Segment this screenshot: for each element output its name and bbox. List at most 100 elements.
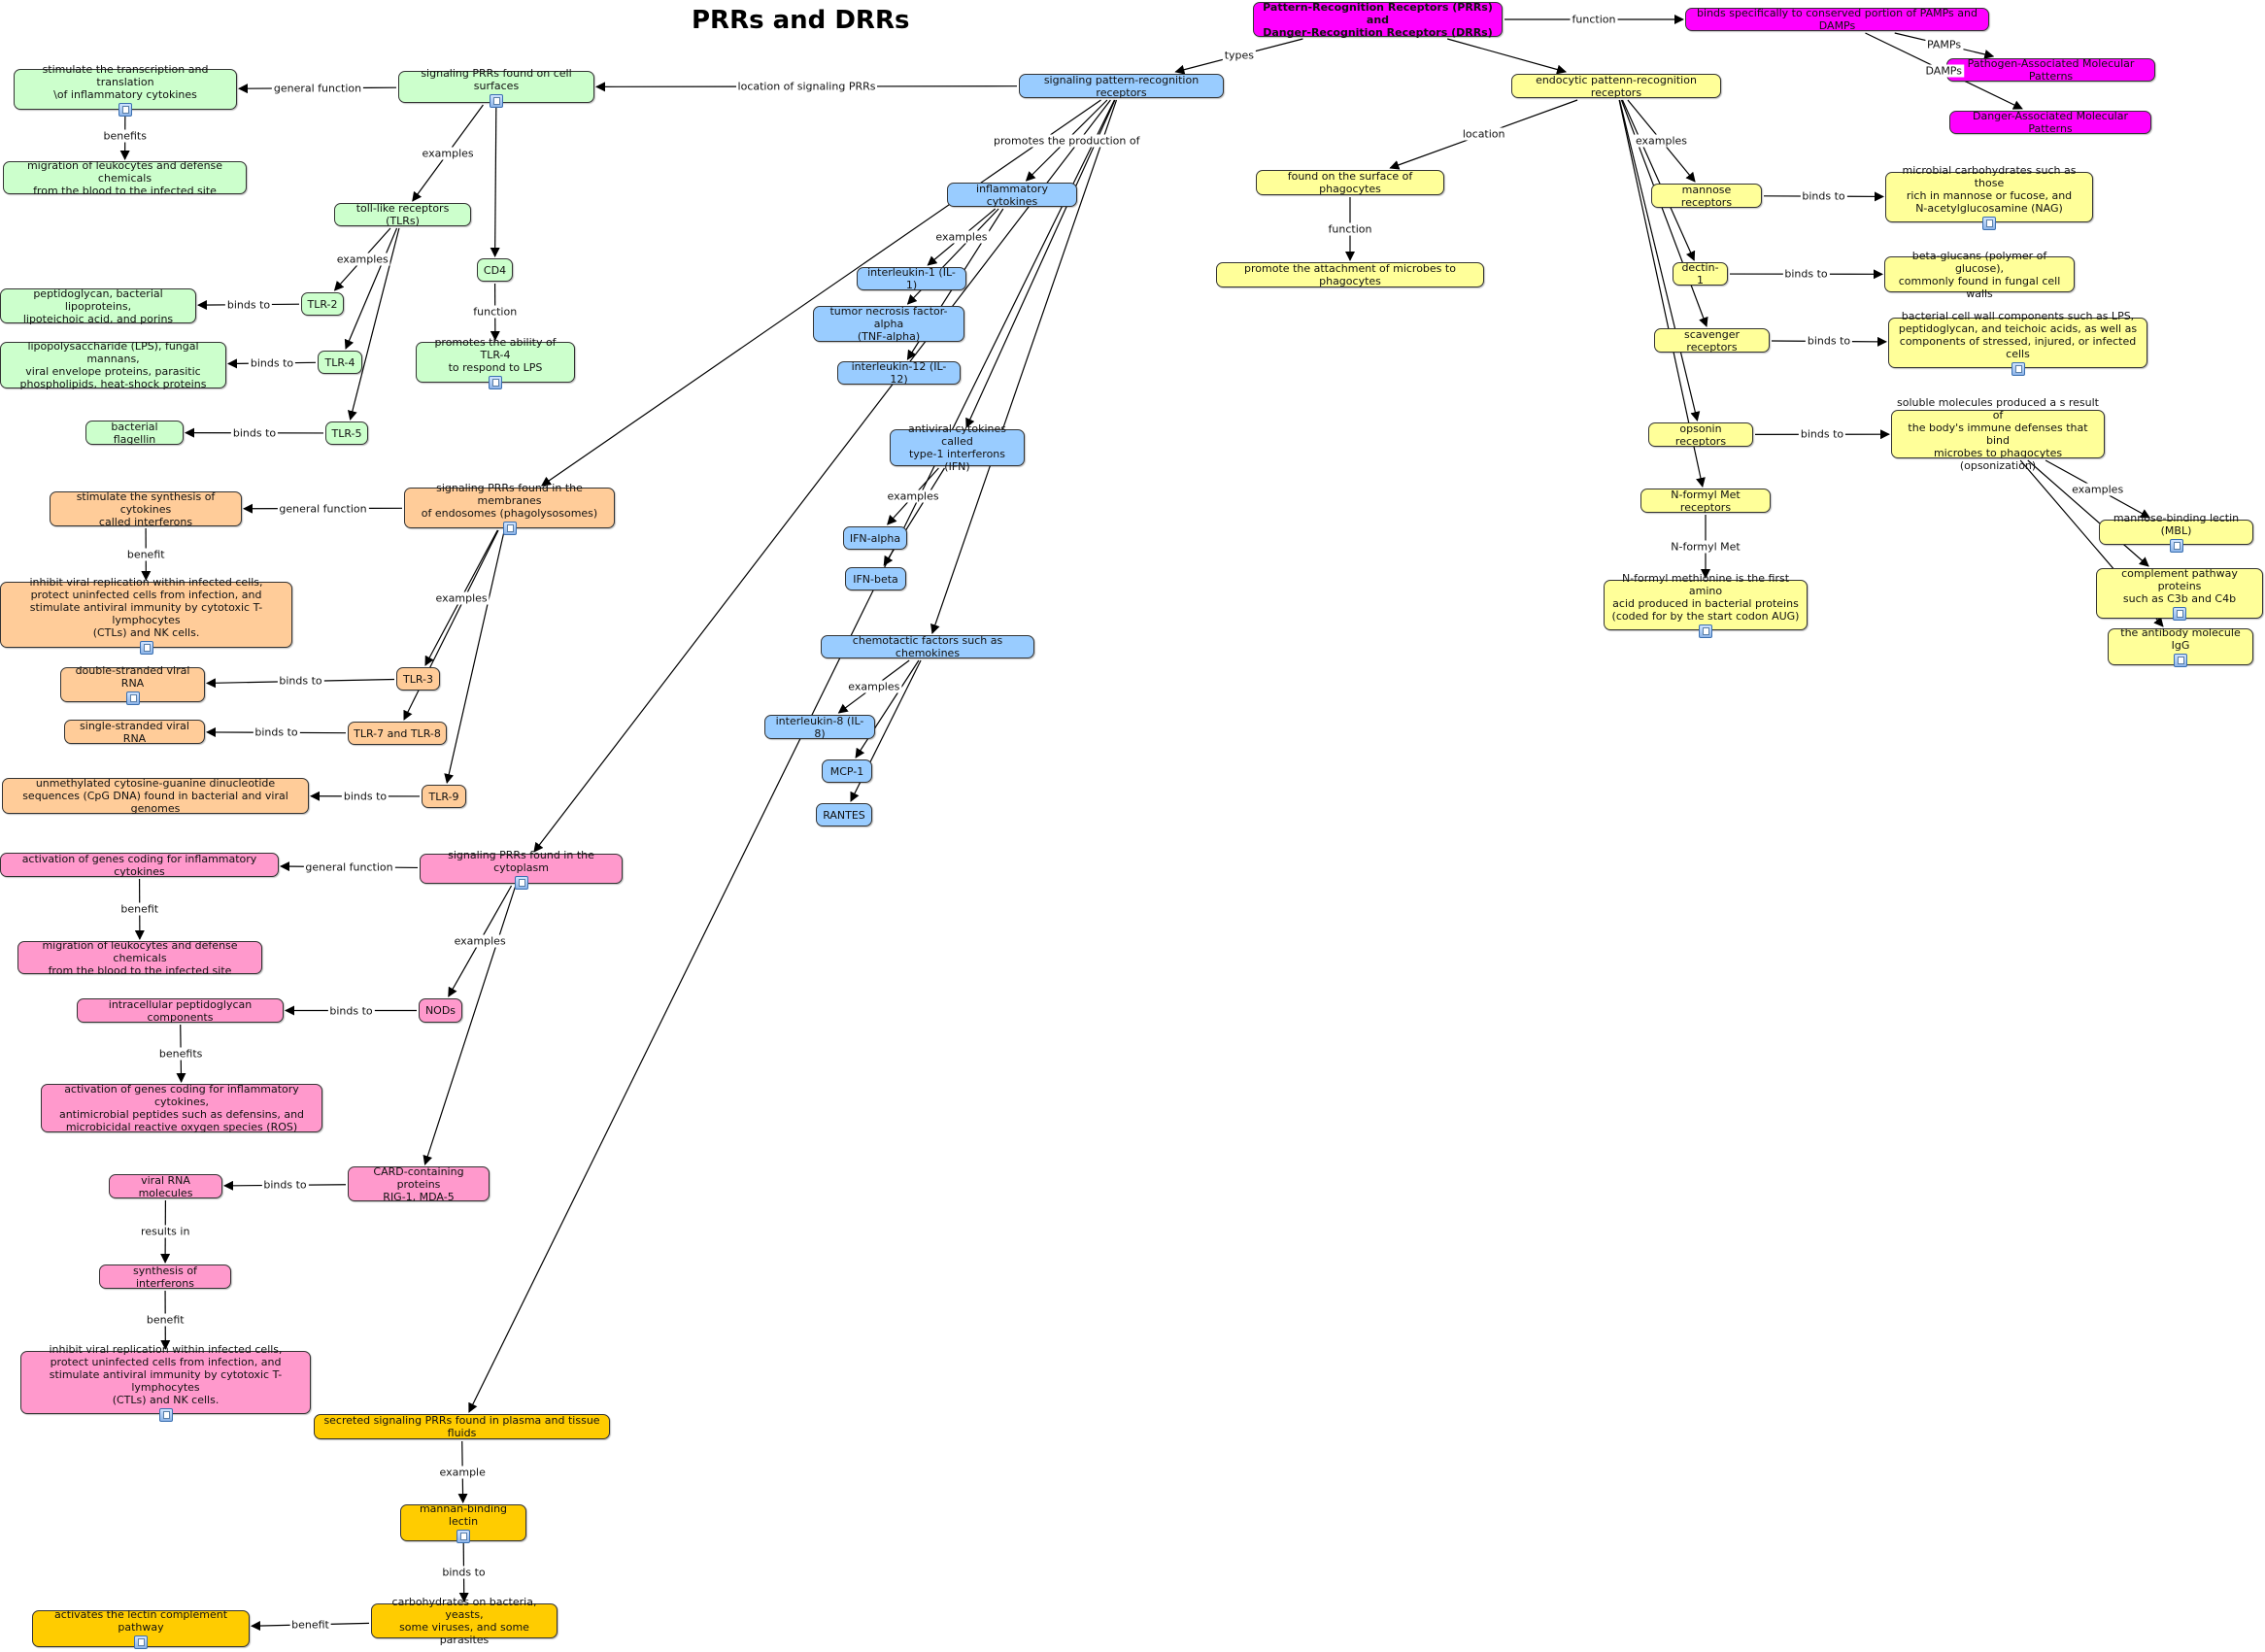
concept-node-card[interactable]: CARD-containing proteins RIG-1, MDA-5 [348,1165,490,1203]
linking-phrase[interactable]: examples [2070,483,2126,495]
resource-icon[interactable] [514,875,528,890]
concept-node-cd4[interactable]: CD4 [477,258,513,282]
linking-phrase[interactable]: binds to [341,790,389,803]
concept-node-tlr4[interactable]: TLR-4 [318,351,362,374]
resource-icon[interactable] [1699,624,1712,638]
concept-node-inhib2[interactable]: inhibit viral replication within infecte… [20,1343,311,1422]
concept-node-scav[interactable]: scavenger receptors [1654,328,1770,354]
linking-phrase[interactable]: location of signaling PRRs [735,80,878,93]
resource-icon[interactable] [2169,539,2183,553]
concept-node-complement[interactable]: complement pathway proteins such as C3b … [2096,567,2263,621]
linking-phrase[interactable]: benefit [118,902,161,916]
concept-node-pamps[interactable]: Pathogen-Associated Molecular Patterns [1946,57,2155,83]
linking-phrase[interactable]: examples [433,591,490,604]
concept-node-ds-r-n-a[interactable]: double-stranded viral RNA [60,664,205,705]
concept-node-root[interactable]: Pattern-Recognition Receptors (PRRs) and… [1253,1,1503,39]
linking-phrase[interactable]: function [1326,222,1374,235]
concept-node-tlr9[interactable]: TLR-9 [422,785,466,808]
linking-phrase[interactable]: function [1570,13,1618,26]
concept-node-chemo[interactable]: chemotactic factors such as chemokines [821,634,1034,659]
resource-icon[interactable] [456,1530,470,1543]
concept-node-signal[interactable]: signaling pattern-recognition receptors [1019,74,1224,99]
linking-phrase[interactable]: binds to [261,1178,309,1192]
concept-node-tlr5[interactable]: TLR-5 [325,421,368,445]
concept-node-migr2[interactable]: migration of leukocytes and defense chem… [17,939,262,977]
concept-node-surf[interactable]: signaling PRRs found on cell surfaces [398,67,594,108]
linking-phrase[interactable]: function [471,305,520,319]
linking-phrase[interactable]: benefits [156,1047,205,1060]
linking-phrase[interactable]: binds to [440,1566,488,1579]
concept-node-phago-surf[interactable]: found on the surface of phagocytes [1256,170,1444,195]
concept-node-endo[interactable]: endocytic pattenn-recognition receptors [1511,74,1721,99]
resource-icon[interactable] [1982,217,1996,230]
linking-phrase[interactable]: N-formyl Met [1669,540,1742,553]
concept-node-tnf[interactable]: tumor necrosis factor-alpha (TNF-alpha) [813,305,964,343]
concept-node-mbl-y[interactable]: mannose-binding lectin (MBL) [2099,512,2253,553]
linking-phrase[interactable]: benefit [144,1313,186,1327]
concept-node-nfm-r[interactable]: N-formyl Met receptors [1640,489,1771,514]
concept-node-syn-i-f-n[interactable]: synthesis of interferons [99,1264,231,1290]
concept-node-nods[interactable]: NODs [419,998,462,1023]
concept-node-inhib1[interactable]: inhibit viral replication within infecte… [0,576,292,655]
linking-phrase[interactable]: location [1460,127,1507,141]
linking-phrase[interactable]: examples [420,147,476,159]
linking-phrase[interactable]: examples [1633,134,1690,148]
linking-phrase[interactable]: examples [933,230,990,244]
concept-node-antiviral[interactable]: antiviral cytokines called type-1 interf… [890,422,1025,473]
concept-node-prom-t-l-r4[interactable]: promotes the ability of TLR-4 to respond… [416,336,575,389]
concept-node-mannose-r[interactable]: mannose receptors [1651,184,1762,209]
concept-node-secreted[interactable]: secreted signaling PRRs found in plasma … [314,1414,610,1439]
concept-node-il8[interactable]: interleukin-8 (IL-8) [764,715,875,740]
concept-node-lps[interactable]: lipopolysaccharide (LPS), fungal mannans… [0,340,226,390]
linking-phrase[interactable]: examples [846,680,902,693]
concept-node-migr1[interactable]: migration of leukocytes and defense chem… [3,159,247,197]
concept-node-beta-glucan[interactable]: beta-glucans (polymer of glucose), commo… [1884,250,2075,300]
resource-icon[interactable] [2011,362,2025,376]
concept-node-damps[interactable]: Danger-Associated Molecular Patterns [1949,110,2151,135]
linking-phrase[interactable]: benefit [124,548,167,560]
concept-node-infl-cyto[interactable]: inflammatory cytokines [947,183,1077,208]
resource-icon[interactable] [125,691,140,705]
linking-phrase[interactable]: benefits [101,129,149,142]
linking-phrase[interactable]: binds to [327,1004,375,1017]
concept-node-ifna[interactable]: IFN-alpha [843,526,907,550]
concept-node-igg[interactable]: the antibody molecule IgG [2108,626,2253,667]
resource-icon[interactable] [490,93,503,108]
concept-node-bact-wall[interactable]: bacterial cell wall components such as L… [1888,310,2147,376]
linking-phrase[interactable]: DAMPs [1923,64,1964,78]
concept-node-tlr2[interactable]: TLR-2 [301,292,344,316]
concept-node-act-genes2[interactable]: activation of genes coding for inflammat… [41,1083,322,1133]
linking-phrase[interactable]: binds to [224,298,273,312]
concept-node-flag[interactable]: bacterial flagellin [85,421,184,446]
concept-node-dectin[interactable]: dectin-1 [1673,261,1728,287]
linking-phrase[interactable]: general function [271,82,364,95]
resource-icon[interactable] [118,102,132,117]
concept-node-prom-attach[interactable]: promote the attachment of microbes to ph… [1216,262,1484,287]
linking-phrase[interactable]: general function [277,502,369,515]
resource-icon[interactable] [2173,606,2186,621]
concept-node-tlr3[interactable]: TLR-3 [396,667,440,691]
resource-icon[interactable] [134,1635,148,1649]
resource-icon[interactable] [158,1408,173,1422]
linking-phrase[interactable]: types [1222,49,1257,62]
linking-phrase[interactable]: example [437,1466,488,1478]
concept-node-rantes[interactable]: RANTES [816,803,872,826]
linking-phrase[interactable]: examples [452,934,508,948]
concept-node-il1[interactable]: interleukin-1 (IL-1) [857,266,966,291]
concept-node-cpg[interactable]: unmethylated cytosine-guanine dinucleoti… [2,777,309,815]
concept-node-cyto[interactable]: signaling PRRs found in the cytoplasm [420,849,623,890]
linking-phrase[interactable]: benefit [289,1618,331,1632]
concept-node-endosome[interactable]: signaling PRRs found in the membranes of… [404,482,615,535]
concept-node-act-genes[interactable]: activation of genes coding for inflammat… [0,853,279,878]
linking-phrase[interactable]: PAMPs [1924,38,1964,51]
concept-node-nfm-text[interactable]: N-formyl methionine is the first amino a… [1604,572,1808,638]
concept-node-viral-r-n-a[interactable]: viral RNA molecules [109,1174,222,1199]
linking-phrase[interactable]: examples [885,489,941,503]
concept-node-ops-r[interactable]: opsonin receptors [1648,422,1753,448]
concept-node-sol-mol[interactable]: soluble molecules produced a s result of… [1891,396,2105,472]
linking-phrase[interactable]: binds to [230,426,279,440]
linking-phrase[interactable]: binds to [1805,334,1853,348]
resource-icon[interactable] [489,375,502,389]
linking-phrase[interactable]: general function [303,860,395,874]
resource-icon[interactable] [139,640,153,655]
